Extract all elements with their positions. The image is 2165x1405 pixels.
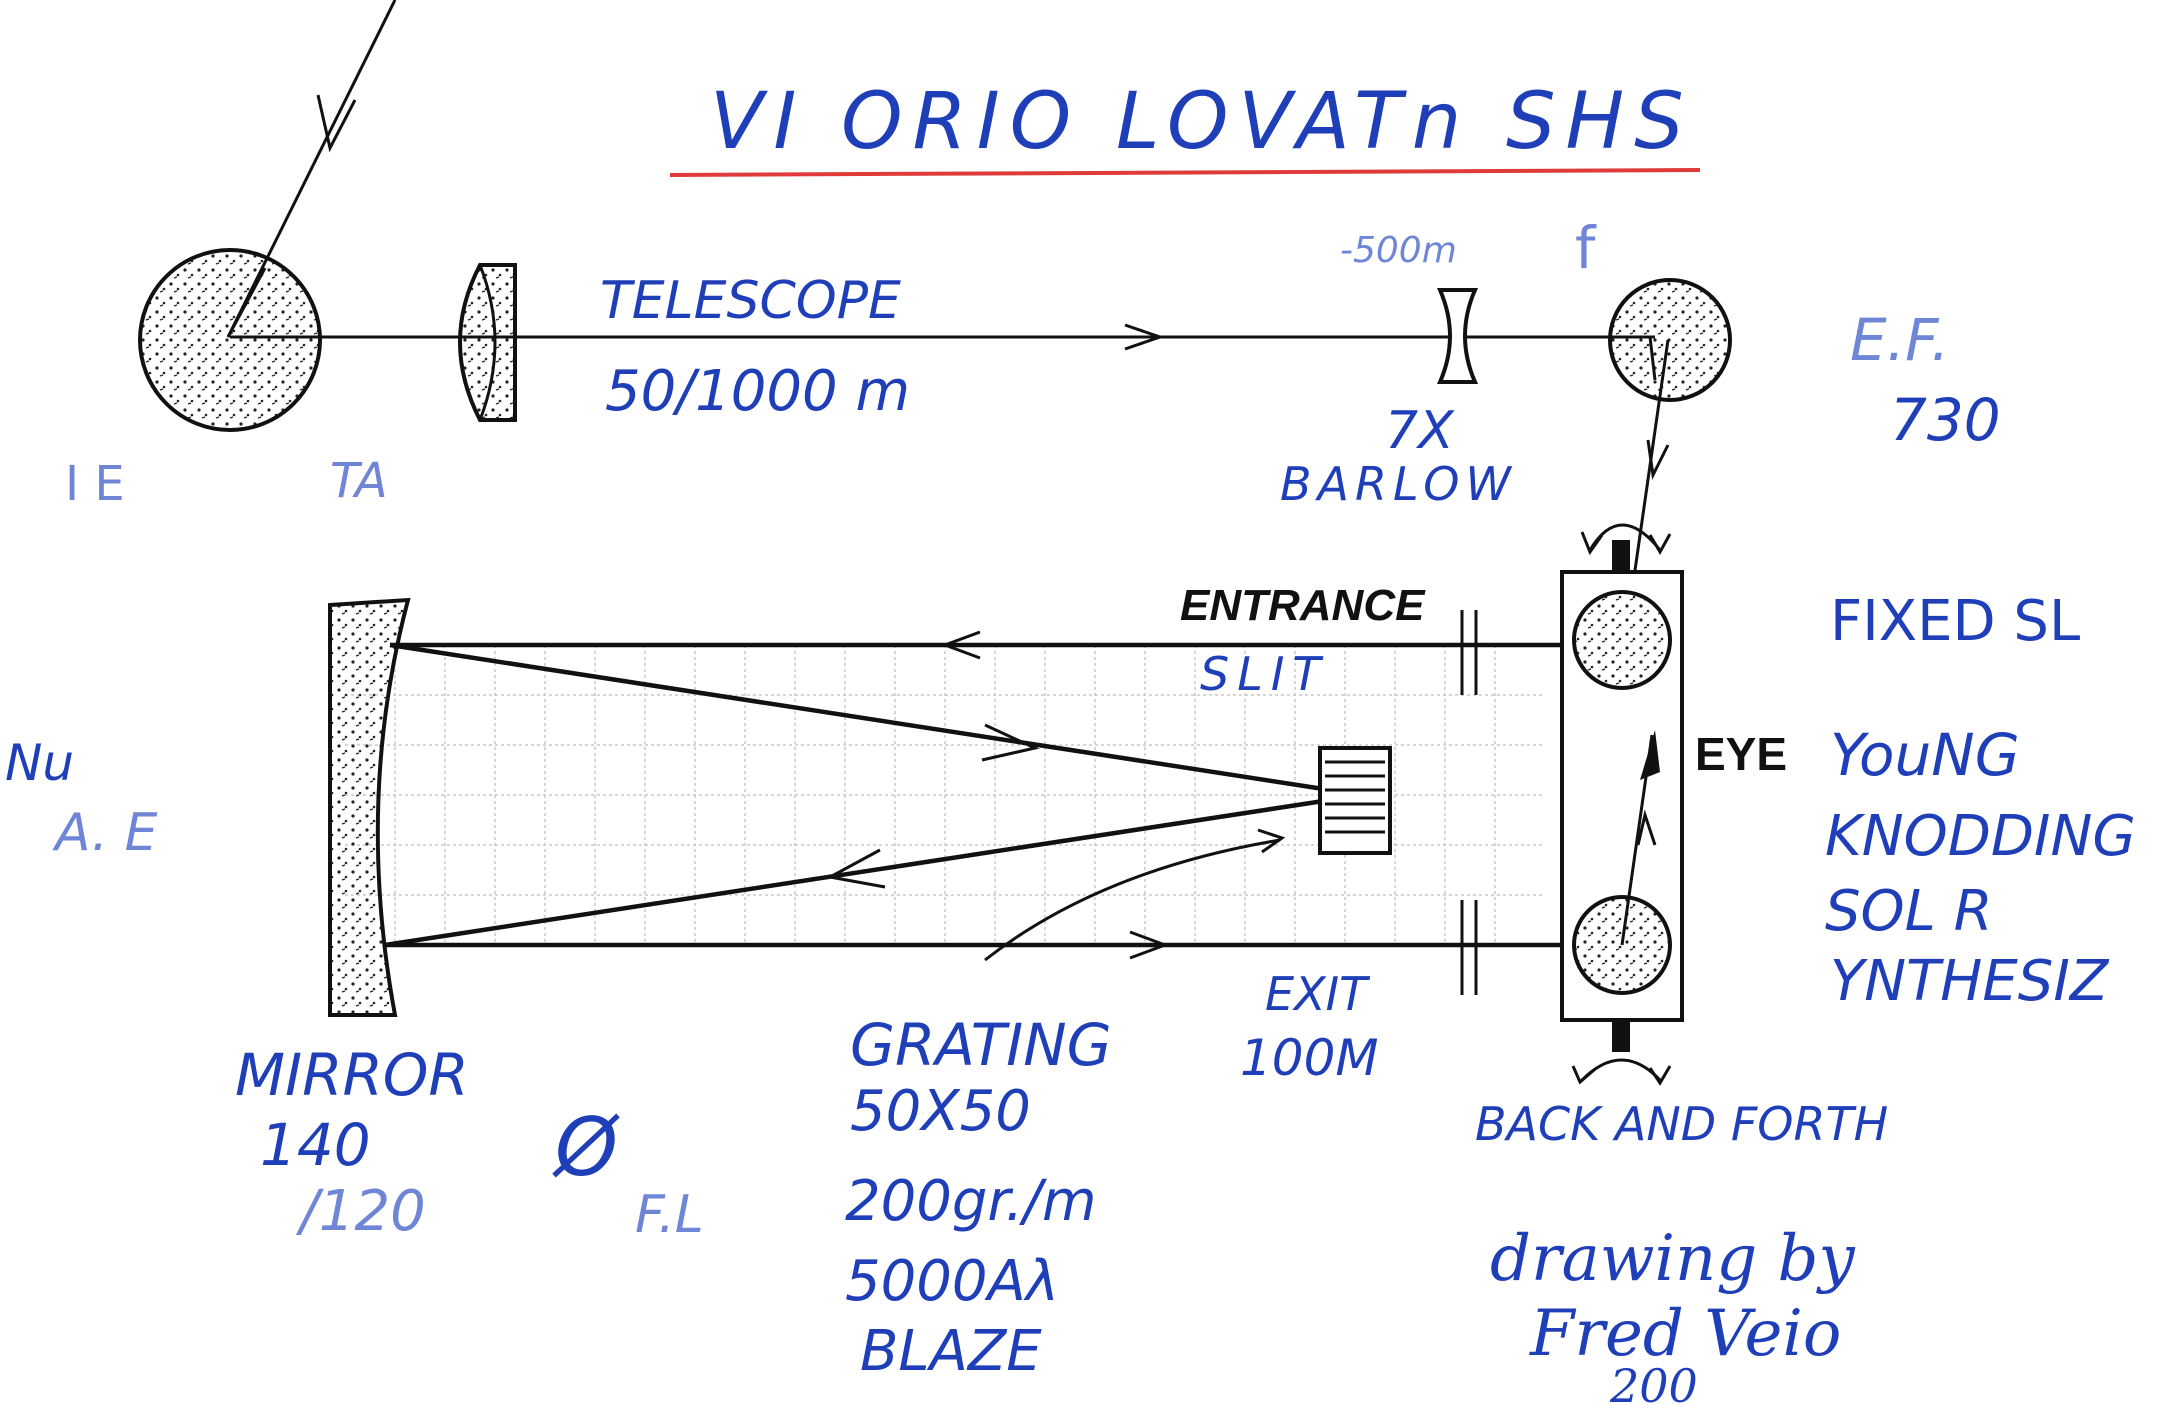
efl-value: 730 [1890, 386, 2001, 454]
note-back-forth: BACK AND FORTH [1475, 1097, 1888, 1151]
note-solar: SOL R [1825, 879, 1993, 944]
credit-line-2: Fred Veio [1529, 1297, 1841, 1371]
slit-label: SLIT [1200, 647, 1329, 701]
barlow-label: BARLOW [1280, 457, 1517, 511]
barlow-mark: f [1575, 214, 1597, 282]
entrance-slit [1460, 610, 1478, 695]
rocking-arrows-bottom [1571, 1058, 1672, 1086]
spherical-mirror [328, 597, 411, 1017]
diffraction-grating [1318, 746, 1392, 855]
telescope-optical-axis [230, 323, 1655, 351]
exit-value: 100M [1240, 1029, 1379, 1087]
diagram-title: VI ORIO LOVATn SHS [710, 77, 1694, 167]
left-note-ae: A. E [52, 803, 158, 863]
note-synthesiz: YNTHESIZ [1830, 949, 2110, 1014]
title-underline [669, 168, 1701, 177]
mirror-label: MIRROR [235, 1041, 469, 1109]
telescope-label: TELESCOPE [600, 271, 901, 331]
grating-pointer-arrow [1257, 828, 1286, 854]
left-note-nu: Nu [5, 734, 74, 792]
barlow-lens [1436, 288, 1479, 384]
rocking-arrows-top [1580, 523, 1672, 556]
grating-label: GRATING [850, 1011, 1112, 1079]
exit-slit [1460, 900, 1478, 995]
barlow-focal-length: -500m [1340, 230, 1457, 271]
grating-beams [384, 642, 1331, 948]
eye-label: EYE [1695, 728, 1787, 780]
mirror-value-2: /120 [295, 1179, 426, 1244]
note-young: YouNG [1830, 721, 2020, 789]
mirror-diameter-symbol: Ø [552, 1101, 620, 1194]
note-knodding: KNODDING [1825, 804, 2136, 869]
scanning-box [1560, 540, 1684, 1052]
upper-beam [390, 630, 1620, 660]
fold-mirror [1608, 278, 1732, 402]
credit-line-3: 200 [1609, 1359, 1698, 1405]
grating-pointer [984, 838, 1281, 962]
mirror-fl-label: F.L [635, 1185, 704, 1245]
note-fixed: FIXED SL [1830, 589, 2080, 654]
grating-lines: 200gr./m [845, 1169, 1097, 1234]
credit-line-1: drawing by [1490, 1222, 1855, 1296]
mirror-value-1: 140 [260, 1111, 371, 1179]
grating-wavelength: 5000Aλ [845, 1249, 1059, 1314]
efl-label: E.F. [1850, 306, 1949, 374]
grating-blaze: BLAZE [860, 1319, 1042, 1384]
objective-lens [458, 263, 517, 422]
left-label-ie: I E [65, 456, 125, 512]
grating-size: 50X50 [850, 1079, 1031, 1144]
entrance-label: ENTRANCE [1180, 581, 1426, 630]
telescope-spec: 50/1000 m [605, 359, 910, 424]
barlow-power: 7X [1385, 401, 1455, 461]
exit-label: EXIT [1265, 967, 1371, 1021]
left-label-ta: TA [330, 453, 388, 509]
siderostat-mirror [138, 248, 322, 432]
lower-beam [385, 930, 1620, 960]
